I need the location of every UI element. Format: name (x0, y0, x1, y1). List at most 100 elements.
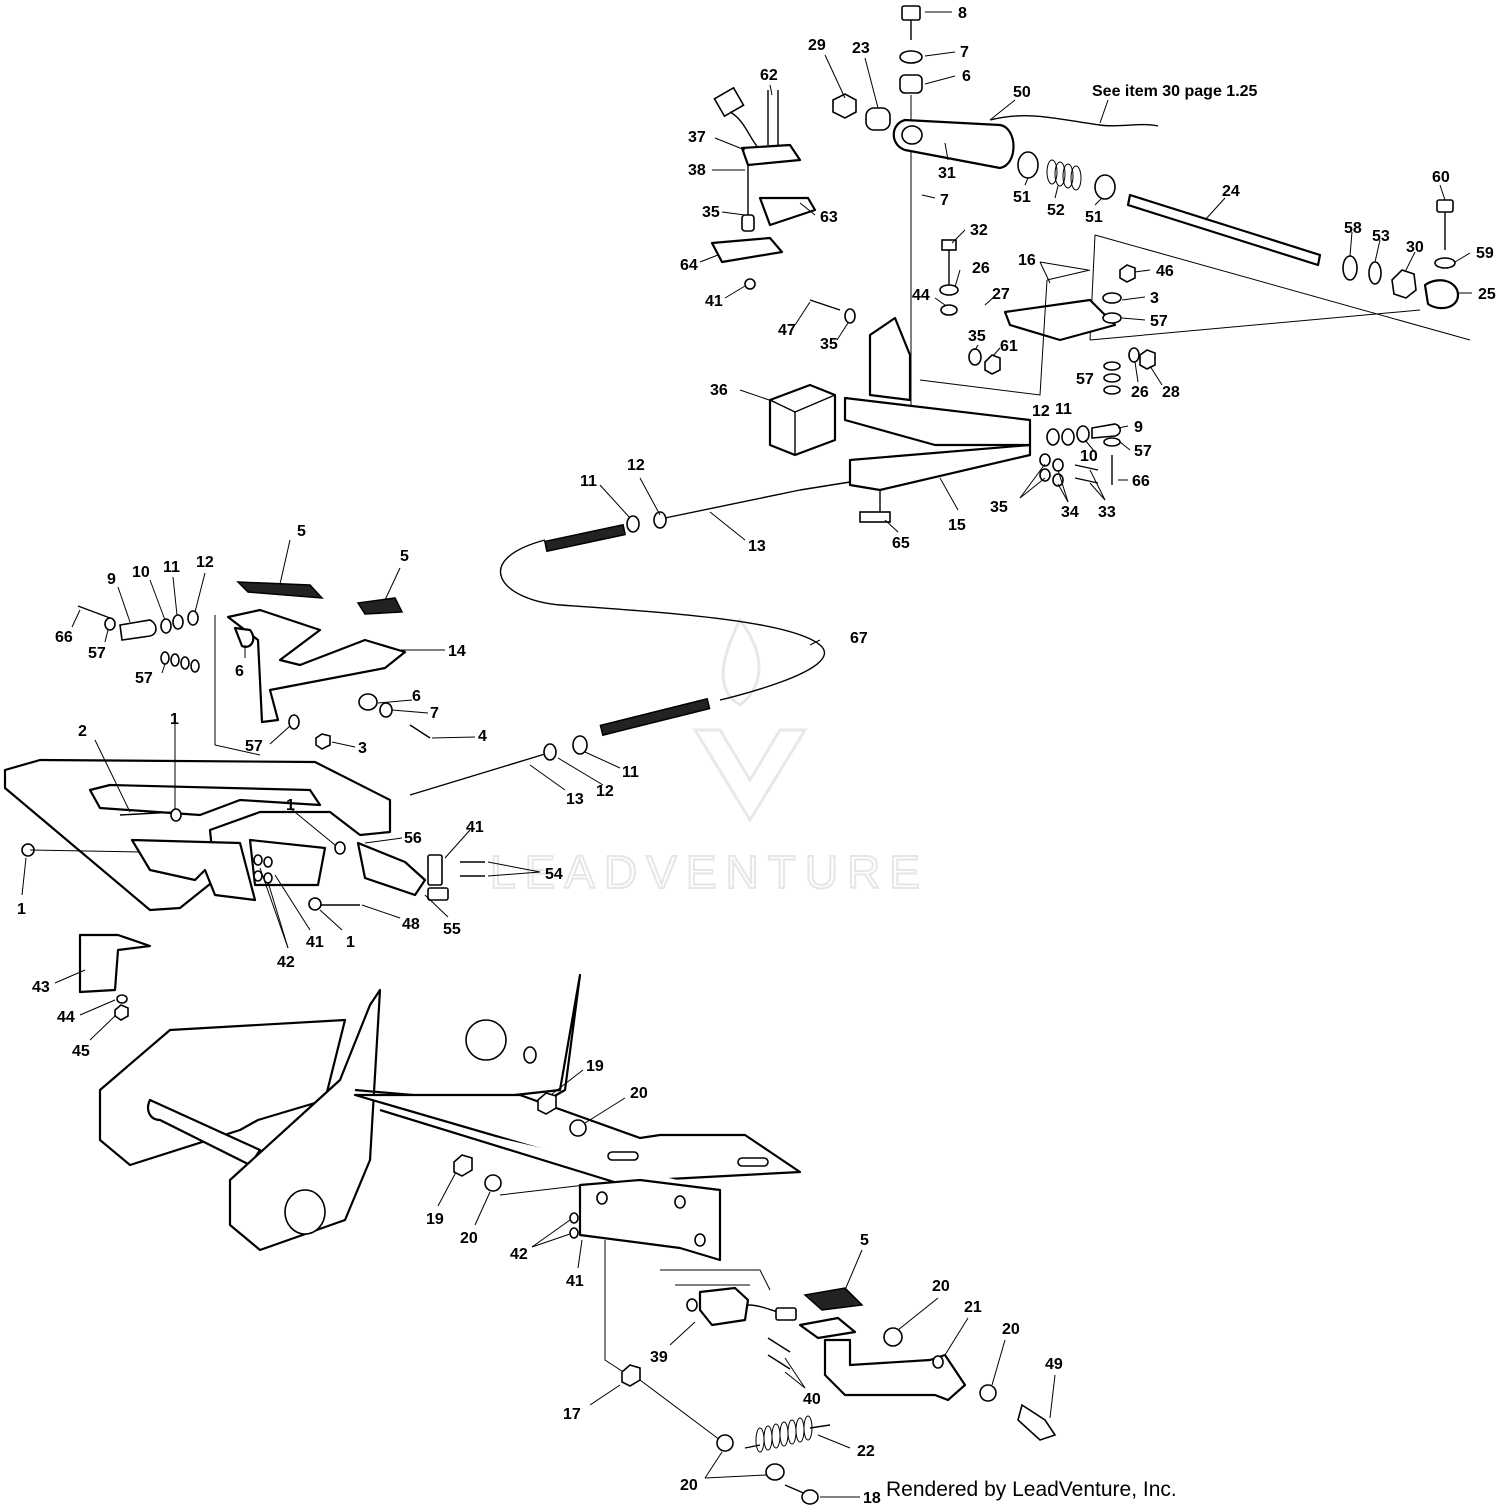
callout-1: 1 (346, 934, 355, 951)
callout-27: 27 (992, 286, 1010, 303)
callout-7: 7 (430, 705, 439, 722)
callout-39: 39 (650, 1349, 668, 1366)
callout-6: 6 (412, 688, 421, 705)
callout-55: 55 (443, 921, 461, 938)
callout-36: 36 (710, 382, 728, 399)
callout-41: 41 (306, 934, 324, 951)
callout-41: 41 (466, 819, 484, 836)
callout-53: 53 (1372, 228, 1390, 245)
callout-19: 19 (426, 1211, 444, 1228)
callout-56: 56 (404, 830, 422, 847)
callout-20: 20 (680, 1477, 698, 1494)
callout-38: 38 (688, 162, 706, 179)
callout-59: 59 (1476, 245, 1494, 262)
callout-42: 42 (510, 1246, 528, 1263)
callout-5: 5 (400, 548, 409, 565)
callout-20: 20 (630, 1085, 648, 1102)
callout-18: 18 (863, 1490, 881, 1507)
callout-1: 1 (286, 797, 295, 814)
callout-51: 51 (1085, 209, 1103, 226)
callout-21: 21 (964, 1299, 982, 1316)
callout-41: 41 (566, 1273, 584, 1290)
callout-48: 48 (402, 916, 420, 933)
callout-15: 15 (948, 517, 966, 534)
callout-6: 6 (962, 68, 971, 85)
callout-28: 28 (1162, 384, 1180, 401)
callout-22: 22 (857, 1443, 875, 1460)
left-pedal-assembly (3, 581, 1057, 1505)
callout-12: 12 (627, 457, 645, 474)
callout-61: 61 (1000, 338, 1018, 355)
callout-35: 35 (990, 499, 1008, 516)
callout-20: 20 (460, 1230, 478, 1247)
callout-50: 50 (1013, 84, 1031, 101)
callout-57: 57 (88, 645, 106, 662)
callout-66: 66 (55, 629, 73, 646)
callout-47: 47 (778, 322, 796, 339)
callout-3: 3 (358, 740, 367, 757)
callout-9: 9 (107, 571, 116, 588)
callout-44: 44 (57, 1009, 75, 1026)
callout-9: 9 (1134, 419, 1143, 436)
callout-7: 7 (960, 44, 969, 61)
callout-26: 26 (1131, 384, 1149, 401)
cable-assembly (409, 481, 851, 796)
callout-34: 34 (1061, 504, 1079, 521)
callout-33: 33 (1098, 504, 1116, 521)
callout-3: 3 (1150, 290, 1159, 307)
callout-66: 66 (1132, 473, 1150, 490)
upper-assembly (710, 5, 1471, 523)
callout-57: 57 (245, 738, 263, 755)
callout-10: 10 (132, 564, 150, 581)
watermark: LEADVENTURE (489, 617, 929, 899)
callout-63: 63 (820, 209, 838, 226)
callout-46: 46 (1156, 263, 1174, 280)
callout-35: 35 (968, 328, 986, 345)
callout-12: 12 (1032, 403, 1050, 420)
callout-57: 57 (1134, 443, 1152, 460)
callout-1: 1 (170, 711, 179, 728)
callout-17: 17 (563, 1406, 581, 1423)
callout-57: 57 (1150, 313, 1168, 330)
callout-25: 25 (1478, 286, 1496, 303)
callout-23: 23 (852, 40, 870, 57)
callout-14: 14 (448, 643, 466, 660)
watermark-text: LEADVENTURE (490, 846, 929, 898)
callout-11: 11 (622, 764, 639, 781)
callout-8: 8 (958, 5, 967, 22)
callout-7: 7 (940, 192, 949, 209)
callout-4: 4 (478, 728, 487, 745)
callout-40: 40 (803, 1391, 821, 1408)
leader-lines (21, 11, 1472, 1498)
callout-12: 12 (596, 783, 614, 800)
callout-16: 16 (1018, 252, 1036, 269)
callout-1: 1 (17, 901, 26, 918)
callout-44: 44 (912, 287, 930, 304)
callout-10: 10 (1080, 448, 1098, 465)
callout-12: 12 (196, 554, 214, 571)
callout-65: 65 (892, 535, 910, 552)
callout-49: 49 (1045, 1356, 1063, 1373)
callout-labels: 8 7 6 29 23 50 62 37 38 31 51 52 51 24 7… (17, 5, 1496, 1507)
callout-5: 5 (860, 1232, 869, 1249)
render-credit: Rendered by LeadVenture, Inc. (886, 1478, 1177, 1501)
callout-30: 30 (1406, 239, 1424, 256)
callout-31: 31 (938, 165, 956, 182)
callout-5: 5 (297, 523, 306, 540)
callout-51: 51 (1013, 189, 1031, 206)
callout-60: 60 (1432, 169, 1450, 186)
callout-29: 29 (808, 37, 826, 54)
callout-13: 13 (748, 538, 766, 555)
callout-35: 35 (702, 204, 720, 221)
callout-37: 37 (688, 129, 706, 146)
callout-64: 64 (680, 257, 698, 274)
reference-note: See item 30 page 1.25 (1092, 83, 1258, 100)
callout-54: 54 (545, 866, 563, 883)
callout-67: 67 (850, 630, 868, 647)
callout-57: 57 (135, 670, 153, 687)
callout-20: 20 (932, 1278, 950, 1295)
callout-19: 19 (586, 1058, 604, 1075)
callout-45: 45 (72, 1043, 90, 1060)
callout-57: 57 (1076, 371, 1094, 388)
callout-35: 35 (820, 336, 838, 353)
